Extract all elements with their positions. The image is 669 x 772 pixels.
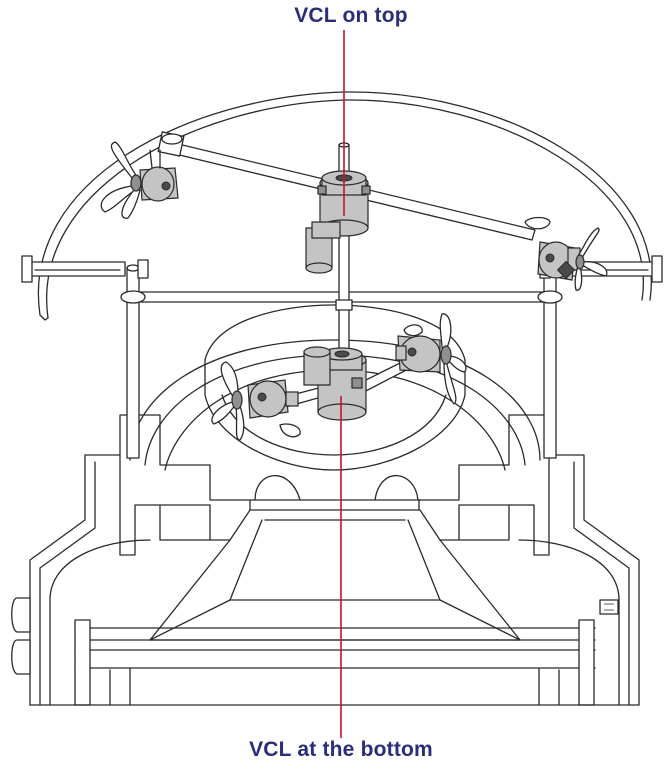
callout-vcl-top: VCL on top: [294, 4, 408, 27]
top-vcl-assembly: [100, 131, 608, 291]
dome-canopy: [37, 91, 652, 321]
vessel-base: [11, 304, 640, 706]
bottom-vcl-assembly: [211, 313, 467, 441]
callout-vcl-bottom: VCL at the bottom: [249, 738, 433, 761]
